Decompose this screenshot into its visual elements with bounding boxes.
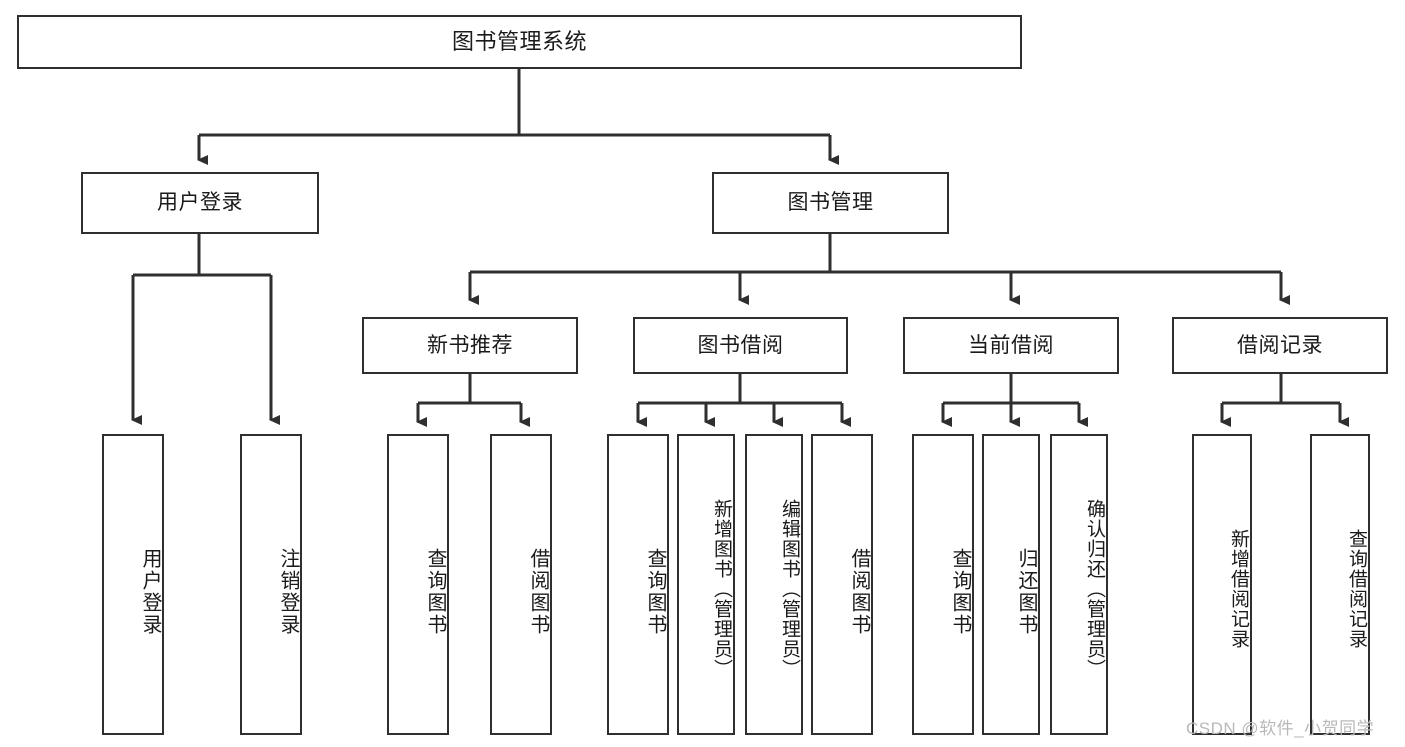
node-leaf-logout[interactable]: 注销登录	[240, 434, 302, 735]
node-new-book-recommend[interactable]: 新书推荐	[362, 317, 578, 374]
node-leaf-return-book[interactable]: 归还图书	[982, 434, 1040, 735]
node-leaf-query-book-1-label: 查询图书	[424, 547, 446, 636]
node-leaf-add-book[interactable]: 新增图书（管理员）	[677, 434, 735, 735]
node-leaf-query-book-3[interactable]: 查询图书	[912, 434, 974, 735]
node-leaf-add-book-label: 新增图书（管理员）	[711, 498, 732, 679]
node-leaf-borrow-book-1-label: 借阅图书	[527, 547, 549, 636]
node-leaf-edit-book[interactable]: 编辑图书（管理员）	[745, 434, 803, 735]
node-leaf-borrow-book-1[interactable]: 借阅图书	[490, 434, 552, 735]
node-book-borrow-label: 图书借阅	[697, 333, 784, 357]
node-leaf-add-record-label: 新增借阅记录	[1228, 528, 1249, 649]
node-user-login-label: 用户登录	[157, 191, 243, 215]
node-leaf-query-book-1[interactable]: 查询图书	[387, 434, 449, 735]
node-leaf-user-login[interactable]: 用户登录	[102, 434, 164, 735]
node-borrow-record-label: 借阅记录	[1237, 333, 1323, 357]
node-leaf-confirm-return-label: 确认归还（管理员）	[1084, 498, 1105, 679]
node-leaf-edit-book-label: 编辑图书（管理员）	[779, 498, 800, 679]
node-book-manage-label: 图书管理	[787, 191, 874, 215]
node-leaf-query-book-3-label: 查询图书	[949, 547, 971, 636]
node-borrow-record[interactable]: 借阅记录	[1172, 317, 1388, 374]
node-leaf-borrow-book-2-label: 借阅图书	[848, 547, 870, 636]
node-leaf-borrow-book-2[interactable]: 借阅图书	[811, 434, 873, 735]
node-leaf-query-book-2[interactable]: 查询图书	[607, 434, 669, 735]
node-book-borrow[interactable]: 图书借阅	[633, 317, 848, 374]
node-leaf-confirm-return[interactable]: 确认归还（管理员）	[1050, 434, 1108, 735]
node-new-book-recommend-label: 新书推荐	[427, 333, 513, 357]
node-leaf-query-book-2-label: 查询图书	[644, 547, 666, 636]
node-leaf-user-login-label: 用户登录	[139, 547, 161, 636]
node-leaf-query-record[interactable]: 查询借阅记录	[1310, 434, 1370, 735]
node-leaf-add-record[interactable]: 新增借阅记录	[1192, 434, 1252, 735]
node-root[interactable]: 图书管理系统	[17, 15, 1022, 69]
node-current-borrow-label: 当前借阅	[968, 333, 1054, 357]
node-book-manage[interactable]: 图书管理	[712, 172, 949, 234]
node-current-borrow[interactable]: 当前借阅	[903, 317, 1119, 374]
node-user-login[interactable]: 用户登录	[81, 172, 319, 234]
node-leaf-return-book-label: 归还图书	[1015, 547, 1037, 636]
node-leaf-logout-label: 注销登录	[277, 547, 299, 636]
watermark: CSDN @软件_小贺同学	[1186, 719, 1375, 738]
node-root-label: 图书管理系统	[451, 28, 587, 54]
node-leaf-query-record-label: 查询借阅记录	[1346, 528, 1367, 649]
